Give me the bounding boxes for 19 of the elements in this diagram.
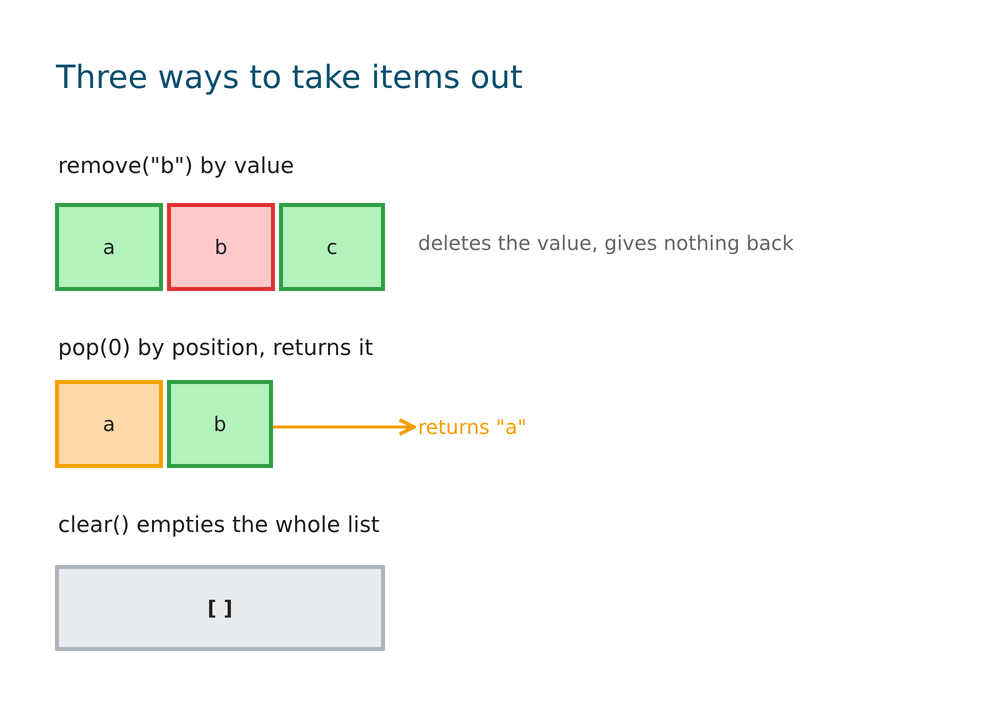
item-label: b: [214, 235, 228, 259]
arrow: [273, 418, 416, 436]
empty-list-brackets: [ ]: [207, 596, 233, 620]
item-label: b: [214, 412, 226, 436]
note-text: deletes the value, gives nothing back: [418, 231, 794, 255]
item-label: c: [326, 235, 338, 259]
section-heading: remove("b") by value: [58, 154, 294, 179]
list-item-box: [55, 380, 163, 468]
item-label: a: [102, 412, 116, 436]
section-heading: clear() empties the whole list: [58, 513, 380, 538]
list-item-box: [167, 203, 275, 291]
list-item-box: [55, 203, 163, 291]
diagram-title: Three ways to take items out: [56, 58, 523, 96]
list-item-box: [279, 203, 385, 291]
list-item-box: [167, 380, 273, 468]
return-label: returns "a": [418, 412, 578, 442]
section-heading: pop(0) by position, returns it: [58, 336, 374, 361]
empty-list-box: [55, 565, 385, 651]
item-label: a: [102, 235, 116, 259]
